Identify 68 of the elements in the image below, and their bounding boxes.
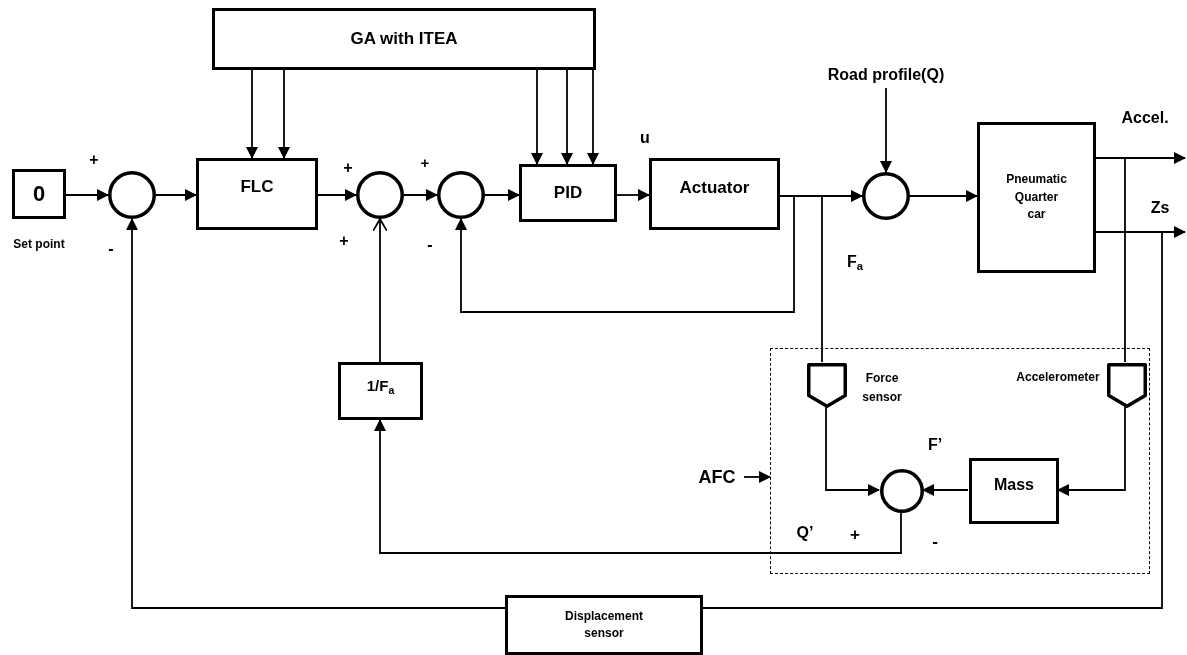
sensor-symbol xyxy=(807,363,847,408)
summing-junction xyxy=(108,171,156,219)
block-label: Actuator xyxy=(679,177,750,199)
block-label: 0 xyxy=(32,180,46,208)
connector-line xyxy=(779,195,823,363)
signal-label: - xyxy=(932,532,938,552)
signal-label: + xyxy=(850,525,860,545)
block xyxy=(338,362,423,420)
arrow xyxy=(278,69,290,159)
signal-label: u xyxy=(640,129,650,147)
arrow xyxy=(484,189,520,201)
block-label: FLC xyxy=(240,176,274,198)
node-label: Set point xyxy=(13,236,65,254)
connector-line xyxy=(702,231,1163,609)
signal-label: Zs xyxy=(1150,199,1170,217)
block xyxy=(196,158,318,230)
signal-label: F’ xyxy=(927,436,943,454)
signal-label: + xyxy=(420,154,430,172)
arrow xyxy=(372,218,388,363)
connector-line xyxy=(1095,157,1126,363)
block xyxy=(649,158,780,230)
block xyxy=(212,8,596,70)
block-label: 1/F$_{a}$ xyxy=(366,377,395,395)
signal-label: Accel. xyxy=(1121,109,1169,127)
summing-junction xyxy=(880,469,924,513)
block-label: GA with ITEA xyxy=(350,28,458,50)
block-label: Pneumatic Quarter car xyxy=(1005,171,1068,224)
arrow xyxy=(909,190,978,202)
arrow xyxy=(65,189,109,201)
arrow xyxy=(561,69,573,165)
arrow xyxy=(825,406,880,496)
node-label: Force sensor xyxy=(861,369,903,406)
sensor-symbol xyxy=(1107,363,1147,408)
signal-label: AFC xyxy=(690,464,744,490)
block-label: Displacement sensor xyxy=(564,607,644,642)
summing-junction xyxy=(862,172,910,220)
signal-label: + xyxy=(343,159,353,177)
block xyxy=(969,458,1059,524)
signal-label: F$_{a}$ xyxy=(847,253,863,271)
arrow xyxy=(1057,406,1126,496)
arrow xyxy=(374,419,902,554)
summing-junction xyxy=(356,171,404,219)
block xyxy=(12,169,66,219)
signal-label: Road profile(Q) xyxy=(815,62,957,88)
block-label: PID xyxy=(553,182,583,204)
block xyxy=(519,164,617,222)
arrow xyxy=(587,69,599,165)
arrow xyxy=(455,195,795,313)
block xyxy=(505,595,703,655)
signal-label: + xyxy=(89,151,99,169)
arrow xyxy=(531,69,543,165)
arrow xyxy=(743,471,771,483)
arrow xyxy=(880,87,892,173)
signal-label: + xyxy=(339,232,349,250)
arrow xyxy=(126,218,506,609)
signal-label: - xyxy=(108,240,114,258)
signal-label: - xyxy=(427,236,433,254)
arrow xyxy=(616,189,650,201)
summing-junction xyxy=(437,171,485,219)
arrow xyxy=(246,69,258,159)
node-label: Accelerometer xyxy=(1016,369,1100,387)
arrow xyxy=(403,189,438,201)
signal-label: Q’ xyxy=(796,524,814,542)
arrow xyxy=(317,189,357,201)
block xyxy=(977,122,1096,273)
arrow xyxy=(155,189,197,201)
dashed-boundary xyxy=(770,348,1150,574)
block-label: Mass xyxy=(994,475,1034,495)
